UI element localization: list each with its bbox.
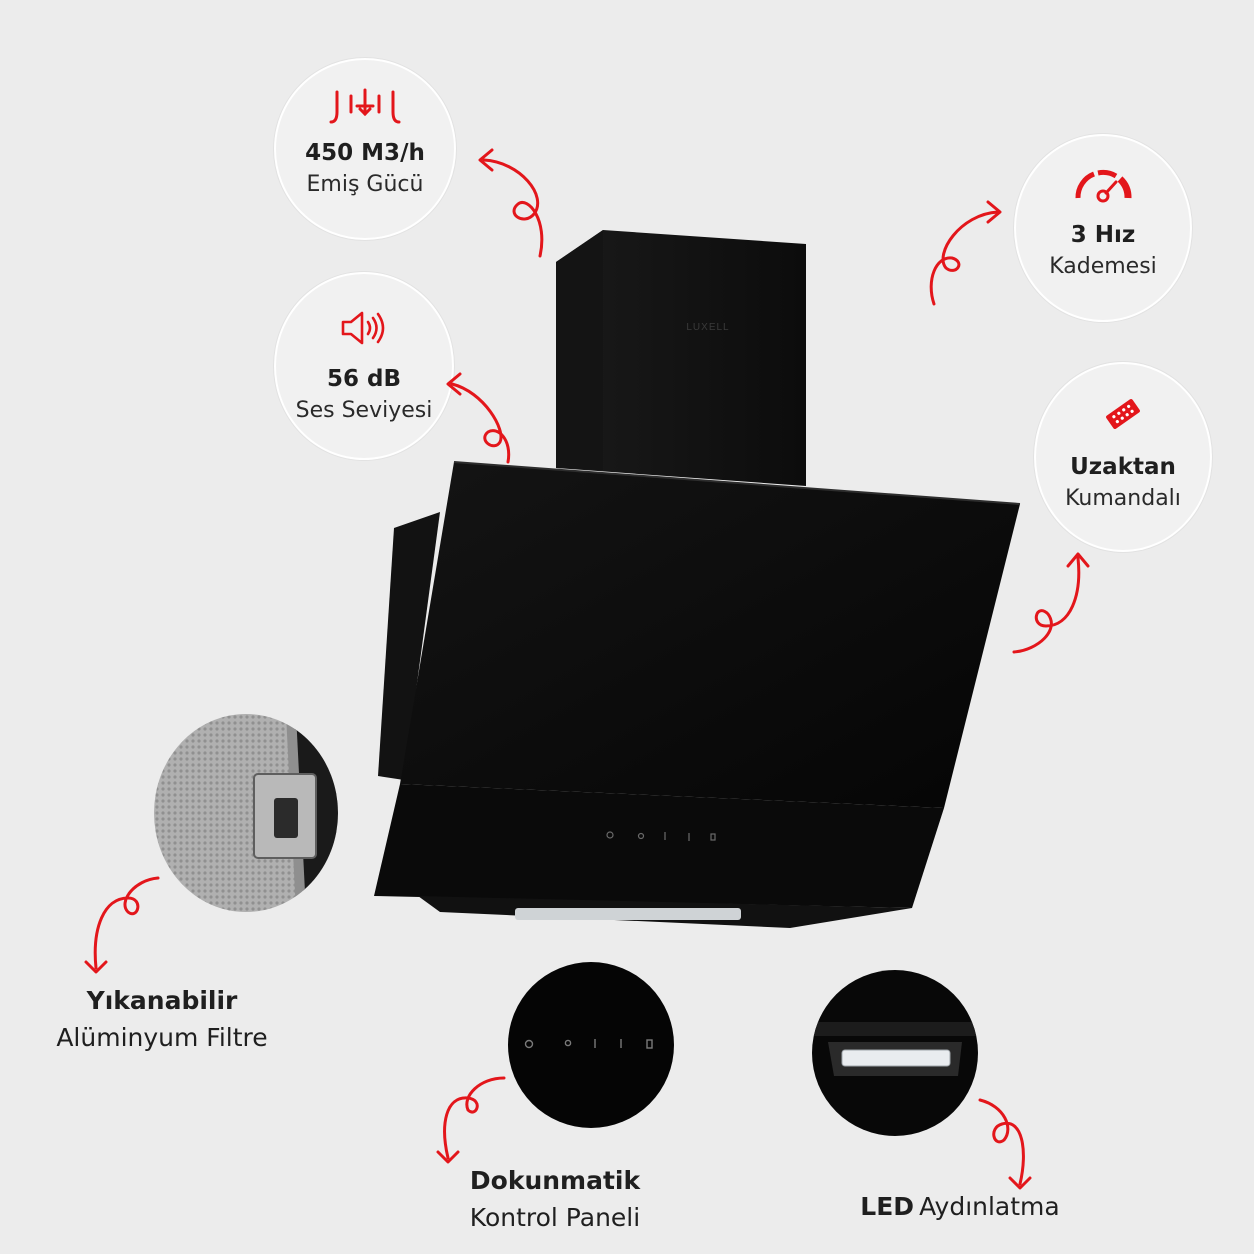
touch-value: Dokunmatik — [469, 1166, 641, 1195]
fan-button[interactable] — [637, 832, 645, 840]
remote-arrow-icon — [1012, 552, 1090, 654]
touch-label: Kontrol Paneli — [469, 1203, 641, 1232]
led-label: Aydınlatma — [919, 1192, 1060, 1221]
speed-arrow-icon — [929, 200, 1002, 306]
led-arrow-icon — [978, 1098, 1032, 1190]
led-caption: LED Aydınlatma — [830, 1192, 1090, 1221]
led-light-detail-image — [812, 970, 978, 1136]
filter-label: Alüminyum Filtre — [56, 1023, 268, 1052]
filter-arrow-icon — [84, 876, 160, 974]
power-button[interactable] — [606, 831, 614, 839]
remote-value: Uzaktan — [1070, 454, 1176, 480]
suction-value: 450 M3/h — [305, 140, 425, 166]
filter-detail-image — [154, 714, 338, 912]
remote-control-icon — [1106, 399, 1140, 429]
speed-label: Kademesi — [1049, 254, 1157, 279]
noise-level-badge: 56 dB Ses Seviyesi — [274, 272, 454, 460]
filter-value: Yıkanabilir — [86, 986, 238, 1015]
noise-arrow-icon — [446, 372, 511, 464]
suction-label: Emiş Gücü — [306, 172, 424, 197]
speed-levels-badge: 3 Hız Kademesi — [1014, 134, 1192, 322]
airflow-icon — [329, 88, 401, 124]
speed-value: 3 Hız — [1070, 222, 1136, 248]
remote-label: Kumandalı — [1065, 486, 1181, 511]
speaker-icon — [341, 311, 385, 345]
speedometer-icon — [1075, 170, 1132, 203]
led-value: LED — [860, 1192, 915, 1221]
noise-value: 56 dB — [326, 366, 401, 392]
touch-caption: Dokunmatik Kontrol Paneli — [440, 1166, 670, 1232]
touch-panel-detail-image — [508, 962, 674, 1128]
filter-caption: Yıkanabilir Alüminyum Filtre — [40, 986, 284, 1052]
suction-arrow-icon — [478, 148, 544, 258]
suction-power-badge: 450 M3/h Emiş Gücü — [274, 58, 456, 240]
remote-control-badge: Uzaktan Kumandalı — [1034, 362, 1212, 552]
touch-arrow-icon — [436, 1076, 506, 1164]
brand-logo: LUXELL — [686, 322, 729, 333]
noise-label: Ses Seviyesi — [295, 398, 433, 423]
light-button[interactable] — [710, 833, 716, 841]
